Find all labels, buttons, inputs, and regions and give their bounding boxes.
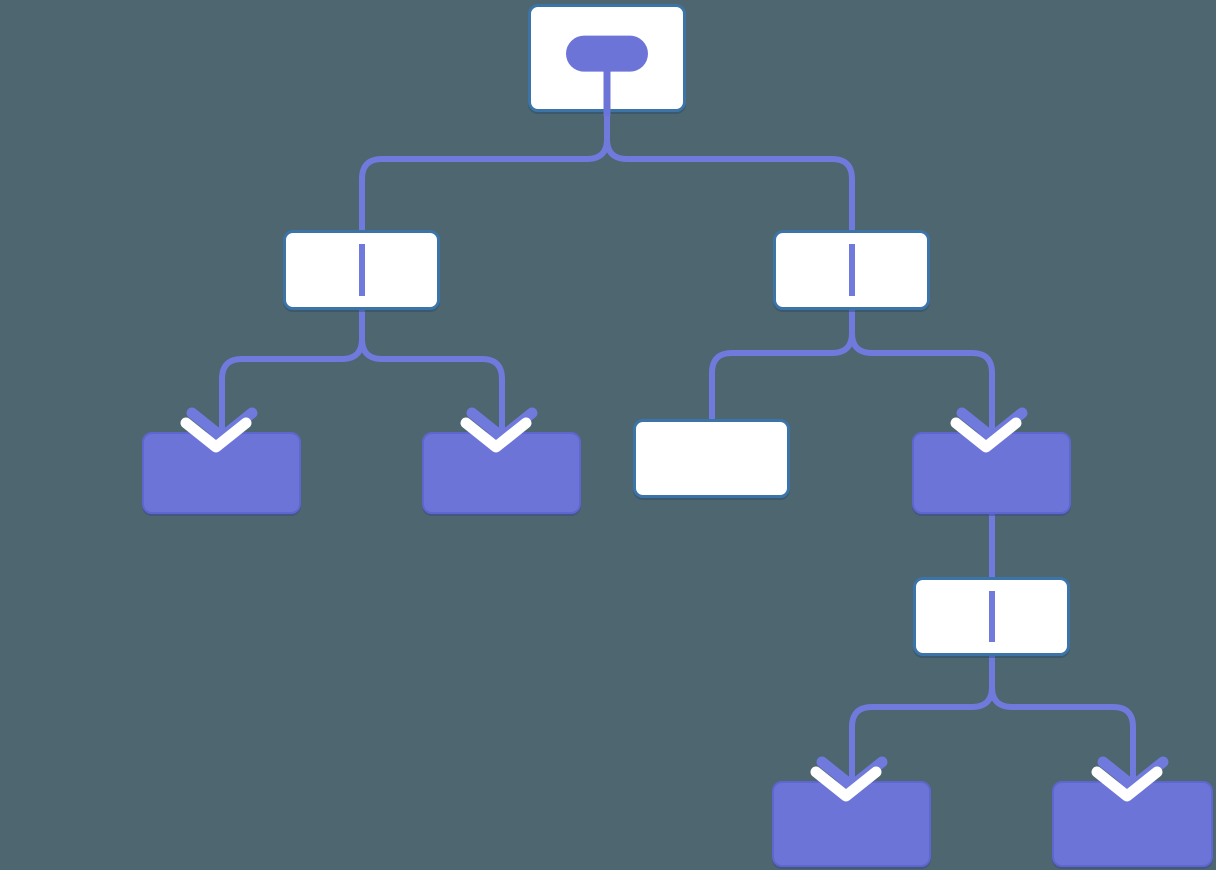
diagram-node-leaf-5[interactable] [1052,781,1213,867]
diagram-node-leaf-4[interactable] [772,781,931,867]
diagram-node-leaf-2[interactable] [422,432,581,514]
diagram-node-node-deep-white[interactable] [913,577,1070,656]
pill-icon [566,35,648,72]
diagram-node-leaf-3[interactable] [633,419,790,498]
diagram-node-branch-deep[interactable] [912,432,1071,514]
diagram-node-branch-right[interactable] [773,230,930,310]
pill-stem-icon [603,70,611,116]
diagram-node-branch-left[interactable] [283,230,440,310]
diagram-node-root[interactable] [528,4,686,116]
diagram-node-leaf-1[interactable] [142,432,301,514]
